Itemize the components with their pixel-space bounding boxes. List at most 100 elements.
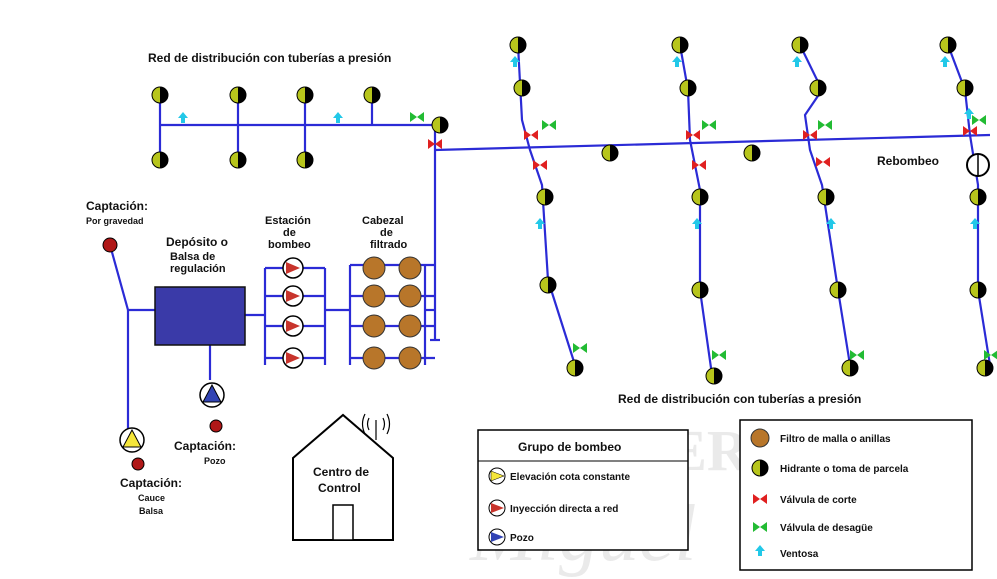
drain-valve-icon (818, 120, 832, 130)
captacion-gravedad-title: Captación: (86, 199, 148, 213)
hydrant-icon (956, 79, 974, 97)
filter-icon (398, 256, 422, 280)
hydrant-icon (513, 79, 531, 97)
captacion-cauce-sub2: Balsa (139, 506, 164, 516)
drain-valve-icon (984, 350, 997, 360)
filter-icon (362, 256, 386, 280)
vent-icon (792, 56, 802, 67)
drain-valve-icon (542, 120, 556, 130)
intake-icon (131, 457, 145, 471)
hydrant-icon (829, 281, 847, 299)
pump-station-label-1: Estación (265, 215, 311, 227)
hydrant-icon (229, 151, 247, 169)
cut-valve-icon (533, 160, 547, 170)
cut-valve-icon (524, 130, 538, 140)
hydrant-icon (691, 281, 709, 299)
captacion-gravedad: Captación: Por gravedad (86, 199, 148, 253)
vent-icon (826, 218, 836, 229)
hydrant-icon (536, 188, 554, 206)
cut-valve-icon (686, 130, 700, 140)
legend-symbol-item: Hidrante o toma de parcela (780, 464, 909, 475)
control-center-label-2: Control (318, 481, 361, 495)
vent-icon (672, 56, 682, 67)
deposit-label-2: Balsa de (170, 251, 215, 263)
legend-pumps: Grupo de bombeo Elevación cota constante… (477, 429, 689, 551)
vent-icon (692, 218, 702, 229)
antenna-icon (361, 413, 391, 440)
cut-valve-icon (428, 139, 442, 149)
drain-valve-icon (972, 115, 986, 125)
hydrant-icon (705, 367, 723, 385)
filter-head: Cabezal de filtrado (362, 215, 422, 370)
injection-pump-icon (282, 285, 304, 307)
captacion-pozo-title: Captación: (174, 439, 236, 453)
house-icon (292, 413, 394, 541)
drain-valves (410, 112, 997, 360)
control-center-label-1: Centro de (313, 465, 369, 479)
legend-pump-item: Inyección directa a red (510, 504, 618, 515)
hydrant-icon (566, 359, 584, 377)
door-icon (332, 504, 354, 541)
pump-station: Estación de bombeo (265, 215, 311, 369)
captacion-gravedad-sub: Por gravedad (86, 216, 144, 226)
pump-station-label-3: bombeo (268, 239, 311, 251)
vent-icon (510, 56, 520, 67)
deposit-label-3: regulación (170, 263, 226, 275)
legend-pumps-title: Grupo de bombeo (518, 440, 621, 454)
legend-symbol-item: Filtro de malla o anillas (780, 434, 891, 445)
drain-valve-icon (702, 120, 716, 130)
hydrant-icon (743, 144, 761, 162)
filter-head-label-2: de (380, 227, 393, 239)
hydrant-icon (817, 188, 835, 206)
filter-icon (398, 284, 422, 308)
filter-icon (362, 314, 386, 338)
hydrant-icon (151, 86, 169, 104)
intake-icon (209, 419, 223, 433)
injection-pump-icon (282, 347, 304, 369)
filter-icon (362, 284, 386, 308)
legend-symbol-item: Ventosa (780, 549, 819, 560)
hydrant-icon (229, 86, 247, 104)
rebombeo-label: Rebombeo (877, 154, 939, 168)
hydrant-icon (601, 144, 619, 162)
captacion-pozo-sub: Pozo (204, 456, 226, 466)
captacion-cauce-title: Captación: (120, 476, 182, 490)
captacion-pozo: Captación: Pozo (174, 382, 236, 466)
bottom-network-title: Red de distribución con tuberías a presi… (618, 392, 861, 406)
drain-valve-legend-icon (753, 522, 767, 532)
hydrant-icon (509, 36, 527, 54)
hydrant-icon (841, 359, 859, 377)
intake-icon (102, 237, 118, 253)
well-pump-legend-icon (488, 528, 506, 546)
filter-head-label-3: filtrado (370, 239, 408, 251)
hydrant-icon (431, 116, 449, 134)
drain-valve-icon (410, 112, 424, 122)
filter-legend-icon (750, 428, 770, 448)
deposit: Depósito o Balsa de regulación (154, 235, 246, 346)
cut-valves (428, 126, 977, 170)
injection-pump-icon (282, 315, 304, 337)
elevation-pump-legend-icon (488, 467, 506, 485)
injection-pump-legend-icon (488, 499, 506, 517)
hydrant-legend-icon (751, 459, 769, 477)
drain-valve-icon (712, 350, 726, 360)
legend-pump-item: Pozo (510, 533, 534, 544)
injection-pump-icon (282, 257, 304, 279)
deposit-tank (154, 286, 246, 346)
control-center: Centro de Control (292, 413, 394, 541)
hydrant-icon (296, 86, 314, 104)
filter-icon (362, 346, 386, 370)
hydrant-icon (791, 36, 809, 54)
cut-valve-icon (803, 130, 817, 140)
hydrant-icon (363, 86, 381, 104)
vent-icon (970, 218, 980, 229)
legend-symbol-item: Válvula de corte (780, 495, 857, 506)
pump-station-label-2: de (283, 227, 296, 239)
captacion-cauce-sub1: Cauce (138, 493, 165, 503)
vents (178, 56, 980, 229)
deposit-label-1: Depósito o (166, 235, 228, 249)
legend-symbols: Filtro de malla o anillas Hidrante o tom… (739, 419, 973, 571)
cut-valve-icon (963, 126, 977, 136)
vent-icon (535, 218, 545, 229)
